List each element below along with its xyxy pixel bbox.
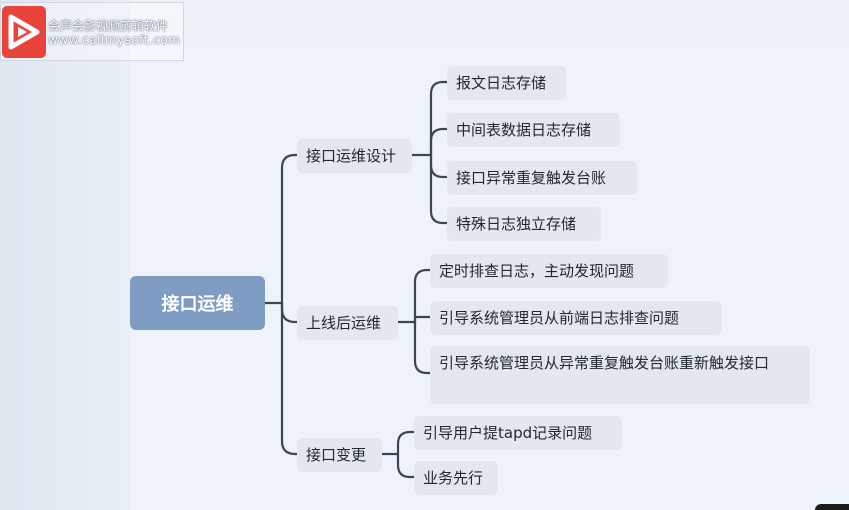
corner-overlay	[815, 504, 849, 510]
leaf-node[interactable]: 引导系统管理员从前端日志排查问题	[430, 301, 722, 335]
connector-change-c2	[396, 452, 416, 479]
branch-node-change[interactable]: 接口变更	[297, 438, 382, 472]
watermark-logo: 会声会影视频剪辑软件 www.callmysoft.com	[0, 2, 184, 61]
leaf-node[interactable]: 定时排查日志，主动发现问题	[430, 254, 668, 288]
branch-node-online[interactable]: 上线后运维	[297, 306, 398, 340]
branch-node-design[interactable]: 接口运维设计	[297, 139, 412, 173]
connector-design-c3	[429, 153, 449, 179]
left-background	[0, 0, 130, 510]
connector-online-c2	[413, 315, 432, 324]
leaf-node[interactable]: 中间表数据日志存储	[447, 113, 620, 147]
connector-online-c3	[413, 320, 432, 375]
connector-root-to-design	[280, 153, 299, 305]
connector-design-c2	[429, 127, 449, 157]
leaf-node[interactable]: 引导系统管理员从异常重复触发台账重新触发接口	[430, 346, 810, 404]
leaf-node[interactable]: 特殊日志独立存储	[447, 207, 601, 241]
leaf-node[interactable]: 报文日志存储	[447, 66, 566, 100]
leaf-node[interactable]: 业务先行	[414, 461, 498, 495]
watermark-line1: 会声会影视频剪辑软件	[48, 19, 169, 33]
leaf-node[interactable]: 接口异常重复触发台账	[447, 161, 637, 195]
connector-design-c1	[429, 80, 449, 157]
connector-change-c1	[396, 430, 416, 456]
connector-root-to-online	[280, 301, 299, 324]
watermark-line2: www.callmysoft.com	[48, 33, 181, 47]
root-node[interactable]: 接口运维	[130, 276, 265, 330]
connector-root-to-change	[280, 301, 299, 456]
leaf-node[interactable]: 引导用户提tapd记录问题	[414, 416, 622, 450]
connector-online-c1	[413, 268, 432, 324]
play-logo-icon	[2, 6, 46, 58]
connector-design-c4	[429, 153, 449, 225]
